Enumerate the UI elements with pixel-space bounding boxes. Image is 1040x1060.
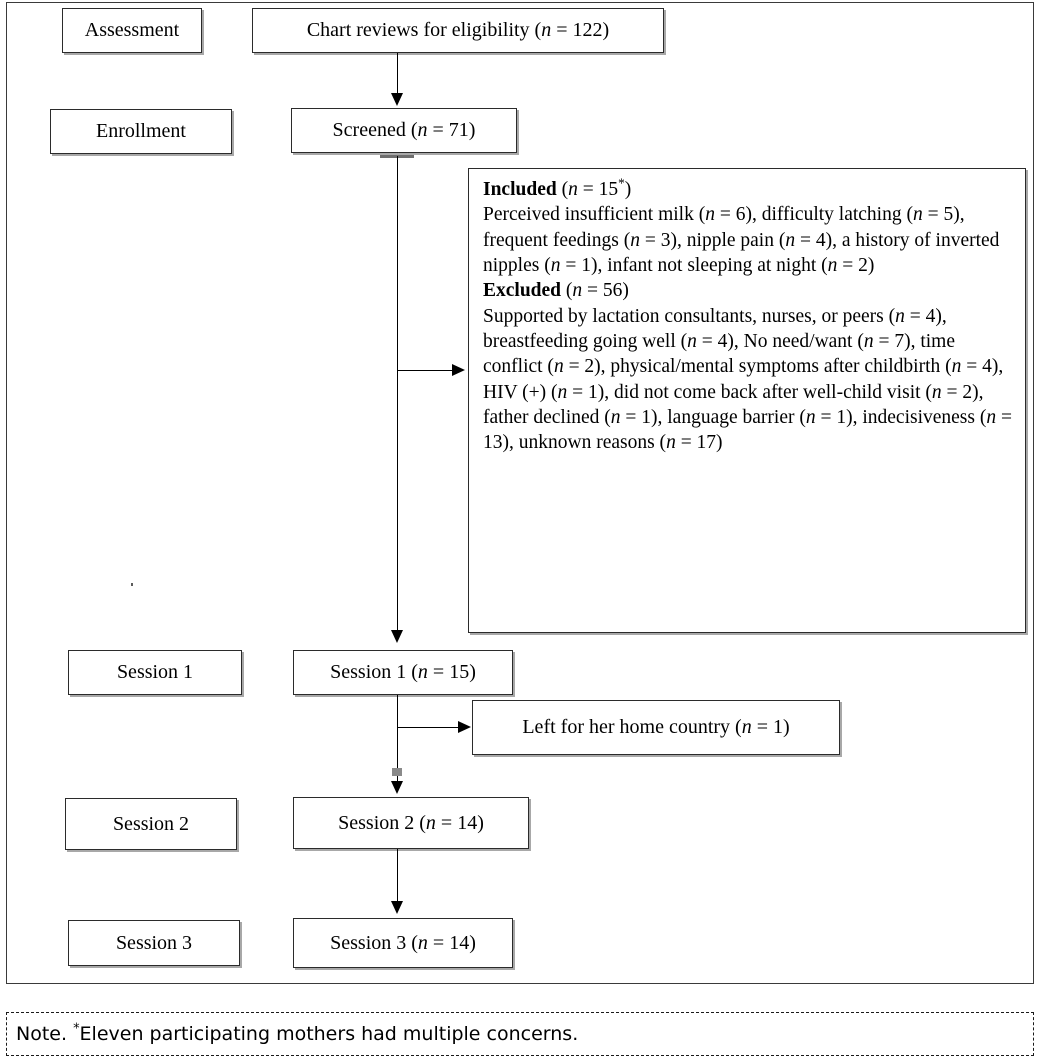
- asterisk-marker: *: [618, 175, 625, 191]
- node-n-value: = 122: [556, 19, 603, 41]
- node-chart-reviews: Chart reviews for eligibility (n = 122): [252, 8, 664, 53]
- node-text-suffix: ): [782, 716, 790, 738]
- node-text-prefix: Screened (: [332, 119, 418, 141]
- included-heading-line: Included (n = 15*): [483, 175, 1013, 202]
- node-text-prefix: Chart reviews for eligibility (: [306, 19, 542, 41]
- connector-session1-to-left-home-arrow: [458, 721, 471, 733]
- node-n-value: = 1: [756, 716, 783, 738]
- connector-screened-to-session1-line: [397, 156, 398, 632]
- connector-chart-to-screened-arrow: [391, 93, 403, 106]
- stage-label-session-1: Session 1: [68, 650, 242, 695]
- node-n-value: = 15: [432, 661, 470, 683]
- node-text-suffix: ): [477, 811, 484, 834]
- trunk-cap-session1: [392, 768, 402, 776]
- n-italic: n: [417, 661, 428, 683]
- included-heading: Included: [483, 179, 557, 200]
- node-text-suffix: ): [469, 931, 476, 954]
- excluded-n-value: = 56: [587, 280, 623, 302]
- stage-label-assessment: Assessment: [62, 8, 202, 53]
- stage-label-enrollment: Enrollment: [50, 109, 232, 154]
- connector-branch-to-detail-line: [397, 370, 455, 371]
- node-screened: Screened (n = 71): [291, 108, 517, 153]
- stage-label-session-3: Session 3: [68, 920, 240, 966]
- n-italic: n: [741, 716, 752, 738]
- connector-session2-to-session3-line: [397, 849, 398, 904]
- node-chart-reviews-label: Chart reviews for eligibility (n = 122): [307, 19, 609, 42]
- n-italic: n: [417, 119, 428, 141]
- stage-label-text: Enrollment: [96, 120, 186, 142]
- paren-open: (: [561, 179, 569, 200]
- node-session-3-label: Session 3 (n = 14): [330, 932, 476, 955]
- note-text: Note. *Eleven participating mothers had …: [7, 1023, 578, 1045]
- excluded-heading: Excluded: [483, 280, 562, 302]
- node-text-prefix: Session 2 (: [338, 811, 426, 834]
- node-session-2-label: Session 2 (n = 14): [338, 812, 484, 835]
- node-n-value: = 14: [440, 811, 478, 834]
- node-session-1-label: Session 1 (n = 15): [330, 661, 476, 684]
- connector-session1-to-left-home-line: [397, 727, 461, 728]
- node-text-prefix: Session 1 (: [330, 661, 418, 683]
- connector-branch-to-detail-arrow: [452, 364, 465, 376]
- node-n-value: = 71: [432, 119, 469, 141]
- node-screened-label: Screened (n = 71): [333, 119, 476, 142]
- node-text-suffix: ): [468, 119, 476, 141]
- n-italic: n: [541, 19, 552, 41]
- node-n-value: = 14: [432, 931, 470, 954]
- stage-label-text: Session 1: [116, 661, 194, 683]
- n-italic: n: [425, 811, 436, 834]
- stage-label-session-2: Session 2: [65, 798, 237, 850]
- node-left-home-country: Left for her home country (n = 1): [472, 700, 840, 755]
- stage-label-text: Session 2: [112, 812, 190, 835]
- node-left-home-label: Left for her home country (n = 1): [522, 716, 789, 739]
- connector-session1-to-session2-line: [397, 695, 398, 787]
- node-session-3: Session 3 (n = 14): [293, 918, 513, 968]
- node-text-suffix: ): [602, 19, 610, 41]
- scan-speck: [131, 583, 133, 586]
- asterisk-marker: *: [73, 1021, 80, 1037]
- connector-session2-to-session3-arrow: [391, 901, 403, 914]
- note-prefix: Note.: [16, 1023, 68, 1045]
- paren-close: ): [624, 179, 632, 200]
- included-body: Perceived insufficient milk (n = 6), dif…: [483, 204, 1000, 277]
- n-italic: n: [417, 931, 428, 954]
- excluded-body: Supported by lactation consultants, nurs…: [483, 305, 1012, 454]
- connector-chart-to-screened-line: [397, 53, 398, 95]
- node-session-1: Session 1 (n = 15): [293, 650, 513, 695]
- paren-open: (: [565, 280, 573, 302]
- paren-close: ): [622, 280, 629, 302]
- note-frame: Note. *Eleven participating mothers had …: [6, 1012, 1034, 1056]
- node-text-suffix: ): [469, 661, 476, 683]
- node-session-2: Session 2 (n = 14): [293, 797, 529, 849]
- connector-session1-to-session2-arrow: [391, 781, 403, 794]
- detail-box-included-excluded: Included (n = 15*) Perceived insufficien…: [468, 168, 1026, 633]
- stage-label-text: Assessment: [84, 19, 180, 41]
- connector-screened-to-session1-arrow: [391, 630, 403, 643]
- n-italic: n: [572, 280, 583, 302]
- node-text-prefix: Session 3 (: [330, 931, 418, 954]
- included-n-value: = 15: [582, 179, 619, 200]
- n-italic: n: [568, 179, 578, 200]
- stage-label-text: Session 3: [115, 931, 193, 954]
- excluded-heading-line: Excluded (n = 56): [483, 278, 1013, 303]
- note-body: Eleven participating mothers had multipl…: [79, 1023, 579, 1045]
- node-text-prefix: Left for her home country (: [522, 716, 742, 738]
